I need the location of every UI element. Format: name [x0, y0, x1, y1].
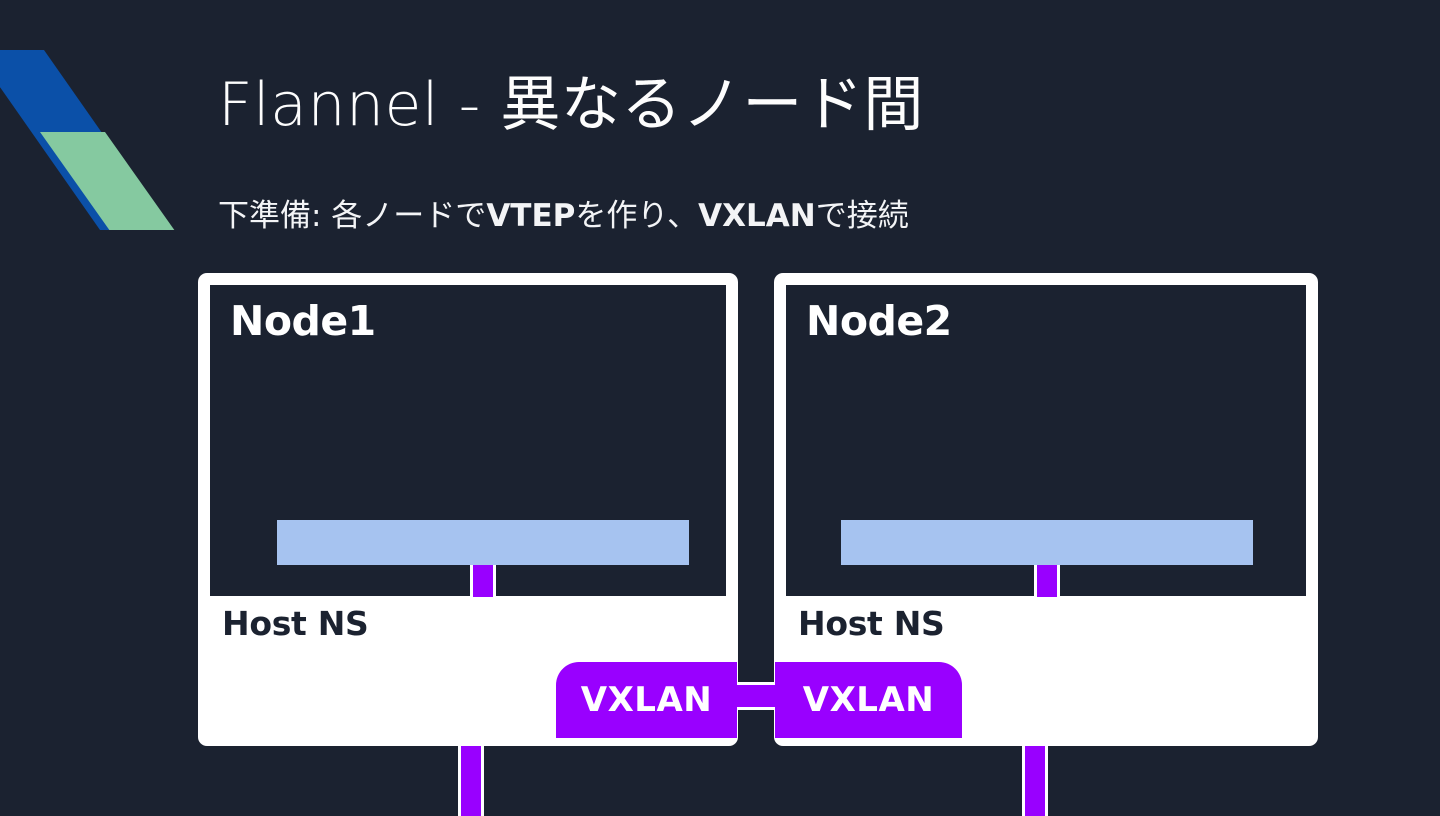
- logo-parallelograms-icon: [0, 50, 175, 230]
- logo-green-parallelogram: [40, 132, 175, 230]
- subtitle-suffix: で接続: [815, 198, 909, 234]
- corner-logo: [0, 50, 180, 230]
- subtitle-bold-vtep: VTEP: [486, 198, 576, 234]
- vxlan-tunnel-link: [734, 682, 779, 710]
- node1-label: Node1: [230, 297, 376, 345]
- node2-namespace-area: Node2: [786, 285, 1306, 597]
- page-title: Flannel - 異なるノード間: [218, 70, 924, 140]
- node1-namespace-area: Node1: [210, 285, 726, 597]
- node2-label: Node2: [806, 297, 952, 345]
- page-subtitle: 下準備: 各ノードでVTEPを作り、VXLANで接続: [218, 198, 909, 235]
- node1-vxlan-badge: VXLAN: [553, 659, 737, 741]
- subtitle-middle: を作り、: [575, 198, 699, 234]
- node2-host-ns-label: Host NS: [798, 604, 945, 643]
- node1-bridge: [277, 520, 689, 565]
- node1-veth-stem-upper: [470, 565, 496, 597]
- node2-bridge: [841, 520, 1253, 565]
- node2-veth-stem-lower: [1022, 746, 1048, 816]
- node2-veth-stem-upper: [1034, 565, 1060, 597]
- subtitle-bold-vxlan: VXLAN: [698, 198, 816, 234]
- subtitle-prefix: 下準備: 各ノードで: [218, 198, 487, 234]
- node2-vxlan-badge: VXLAN: [775, 659, 965, 741]
- node1-host-ns-label: Host NS: [222, 604, 369, 643]
- node1-veth-stem-lower: [458, 746, 484, 816]
- node-card-node1: Node1 Host NS: [198, 273, 738, 816]
